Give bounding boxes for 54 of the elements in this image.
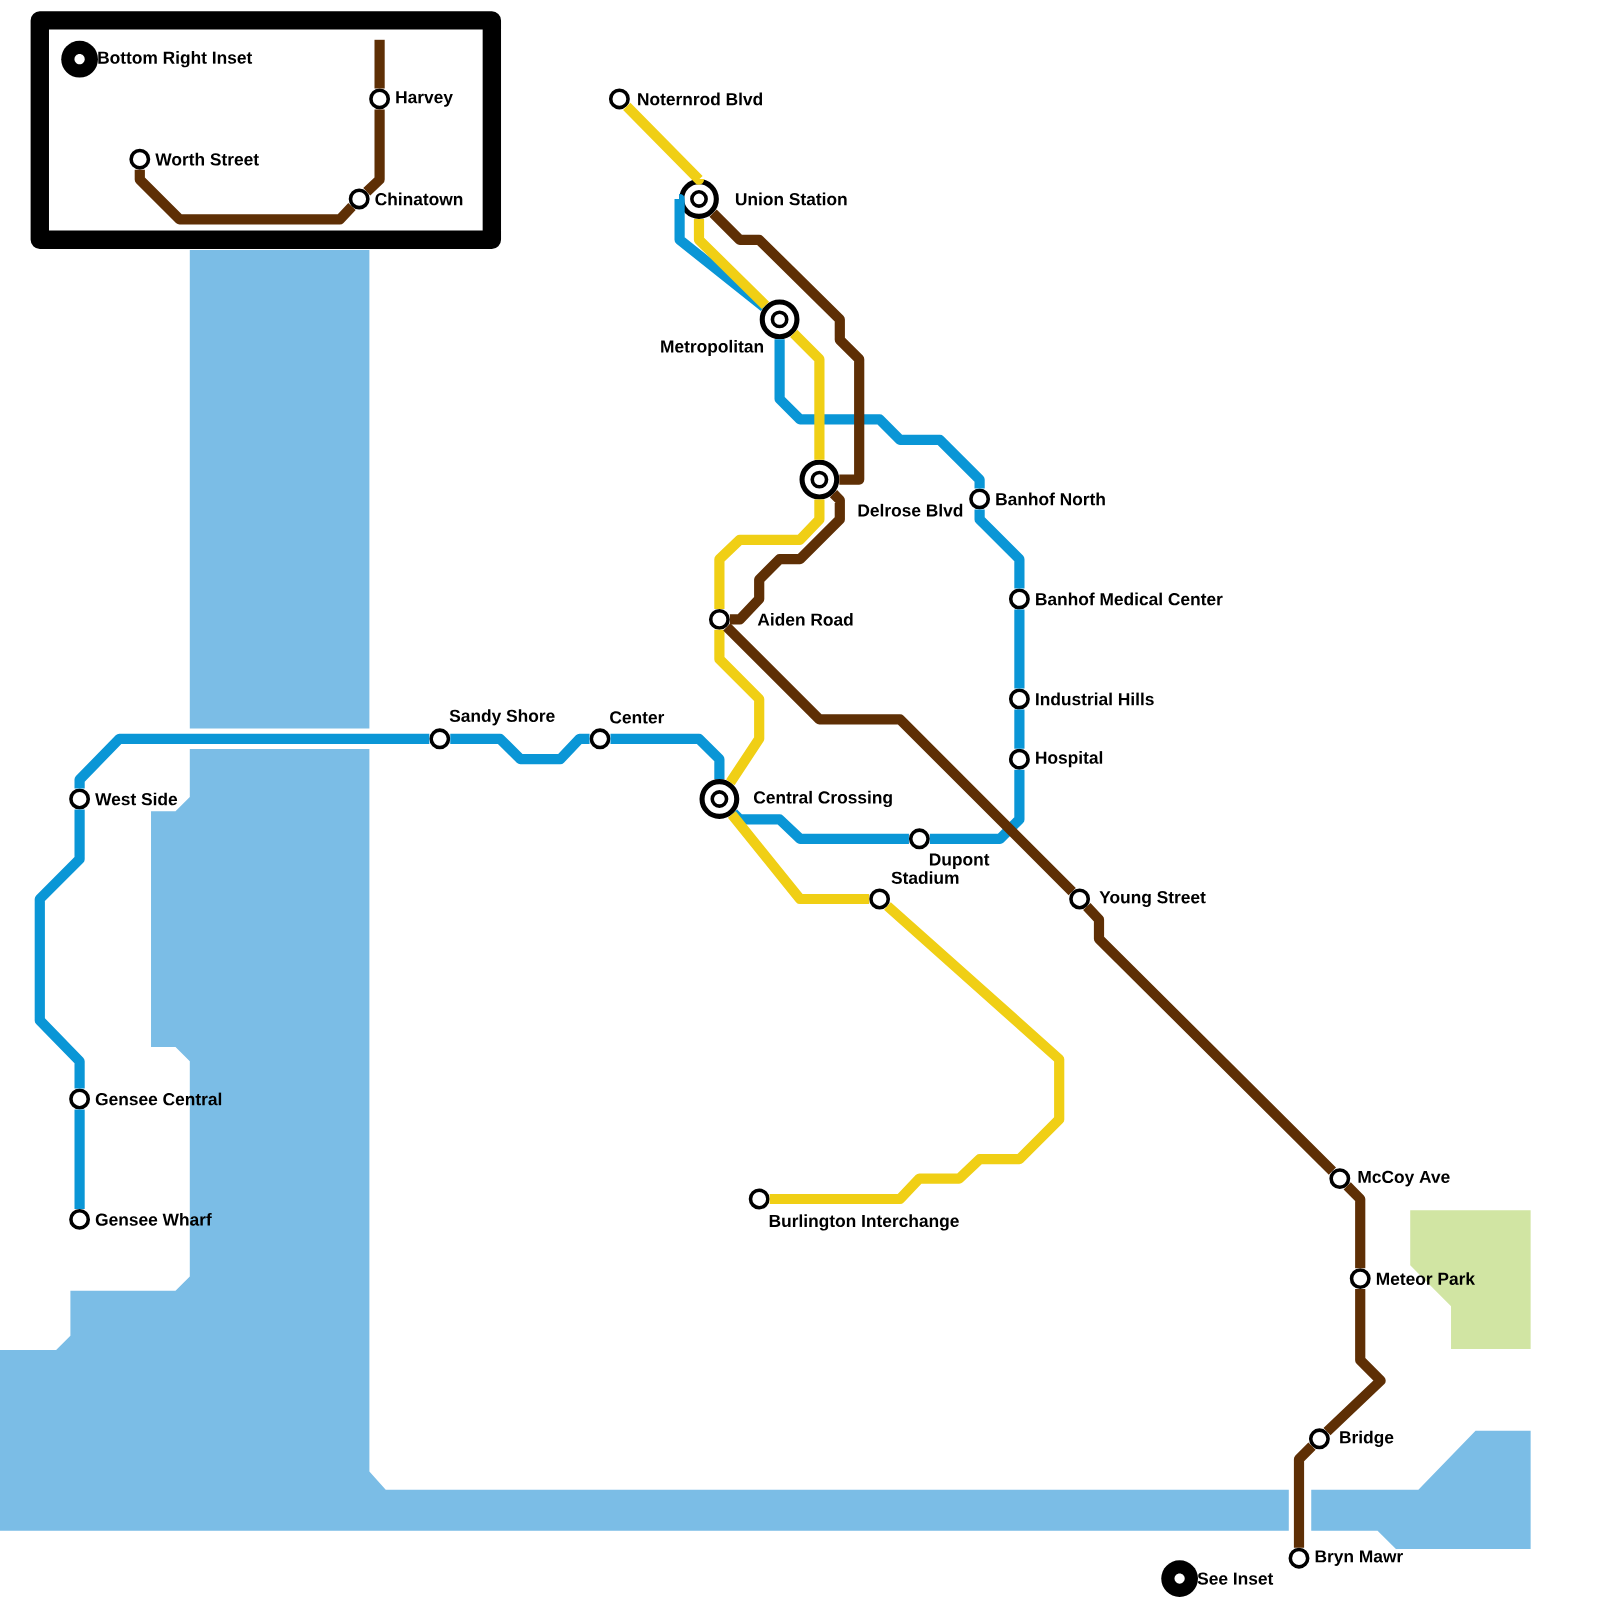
station-label: Union Station: [735, 192, 847, 206]
route-line: [450, 733, 590, 765]
route-line: [790, 329, 825, 460]
route-line: [714, 629, 765, 786]
station-label: Banhof Medical Center: [1036, 592, 1223, 606]
station-label: Young Street: [1099, 891, 1206, 907]
station-label: Burlington Interchange: [769, 1214, 959, 1231]
station-label: Bridge: [1340, 1430, 1394, 1447]
route-line: [623, 102, 705, 185]
route-line: [774, 339, 985, 489]
route-line: [1083, 903, 1336, 1175]
route-line: [1293, 1442, 1316, 1548]
route-line: [34, 809, 85, 1089]
route-line: [1323, 1289, 1386, 1436]
route-line: [74, 1109, 85, 1209]
route-line: [363, 109, 385, 196]
route-line: [729, 490, 845, 625]
station-label: Chinatown: [375, 192, 463, 206]
route-line: [610, 733, 725, 780]
station-label: Worth Street: [155, 152, 259, 166]
route-line: [769, 902, 1065, 1205]
route-line: [974, 509, 1025, 589]
station-label: See Inset: [1197, 1572, 1274, 1585]
station-label: Stadium: [891, 871, 959, 884]
station-label: Center: [610, 711, 665, 724]
station-label: Meteor Park: [1376, 1272, 1476, 1285]
route-line: [727, 811, 870, 905]
station-label: Noternrod Blvd: [638, 92, 763, 106]
route-line: [1014, 709, 1025, 749]
station-label: Gensee Wharf: [95, 1213, 212, 1226]
station-label: Sandy Shore: [449, 709, 555, 726]
station-label: Metropolitan: [661, 339, 763, 357]
station-label: Central Crossing: [754, 790, 892, 808]
route-line: [929, 769, 1025, 844]
route-line: [693, 218, 770, 310]
route-line: [74, 733, 430, 789]
route-line: [1014, 609, 1025, 689]
station-label: Bottom Right Inset: [98, 51, 253, 68]
route-line: [134, 169, 356, 225]
route-line: [709, 209, 865, 485]
station-label: Banhof North: [996, 492, 1105, 506]
station-label: Industrial Hills: [1036, 692, 1154, 706]
station-label: Aiden Road: [757, 613, 853, 626]
station-label: West Side: [95, 792, 178, 806]
route-line: [374, 39, 385, 89]
station-label: Delrose Blvd: [858, 503, 963, 517]
station-label: Harvey: [396, 91, 453, 107]
station-label: Bryn Mawr: [1315, 1550, 1403, 1566]
route-line: [714, 499, 825, 609]
route-line: [1343, 1182, 1366, 1269]
station-label: Hospital: [1036, 751, 1103, 768]
station-label: McCoy Ave: [1358, 1170, 1450, 1187]
route-line: [723, 623, 1076, 896]
station-label: Dupont: [929, 853, 990, 869]
